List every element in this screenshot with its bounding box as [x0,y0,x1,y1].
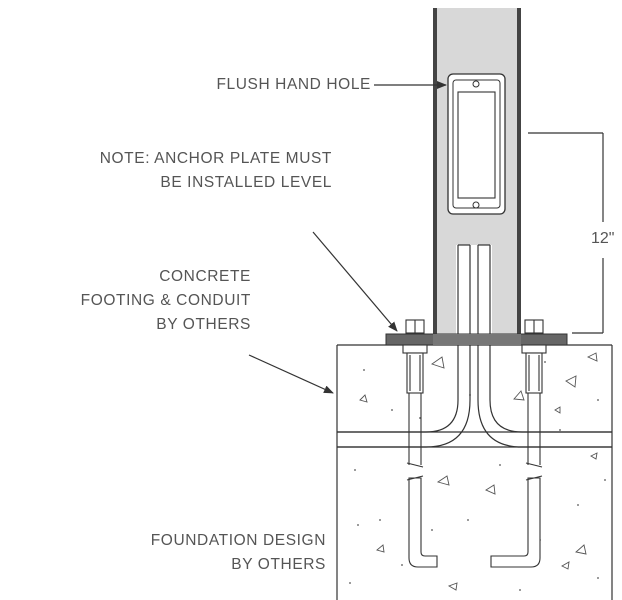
concrete-aggregate [359,352,598,591]
anchor-bolt-left [402,319,438,568]
note-line-1: NOTE: ANCHOR PLATE MUST [99,150,332,167]
foundation-line-1: FOUNDATION DESIGN [150,532,326,549]
hand-hole-label-text: FLUSH HAND HOLE [216,76,371,93]
hand-hole-label: FLUSH HAND HOLE [216,73,371,97]
conduit-uprights [457,244,491,345]
anchor-plate [385,333,568,346]
dimension-bracket [528,132,604,334]
foundation-line-2: BY OTHERS [231,556,326,573]
anchor-plate-leader [312,231,398,332]
concrete-line-3: BY OTHERS [156,316,251,333]
dimension-label: 12" [591,230,615,247]
note-line-2: BE INSTALLED LEVEL [160,174,332,191]
anchor-plate-note: NOTE: ANCHOR PLATE MUST BE INSTALLED LEV… [100,147,332,195]
hand-hole-icon [447,73,506,215]
conduit-horizontal [337,431,612,448]
concrete-footing-label: CONCRETE FOOTING & CONDUIT BY OTHERS [81,265,251,337]
concrete-footing [336,344,613,600]
foundation-design-label: FOUNDATION DESIGN BY OTHERS [151,529,326,577]
concrete-line-2: FOOTING & CONDUIT [80,292,251,309]
concrete-line-1: CONCRETE [159,268,251,285]
footing-leader [248,354,334,394]
leader-lines [248,81,447,394]
anchor-bolt-right [490,319,547,568]
